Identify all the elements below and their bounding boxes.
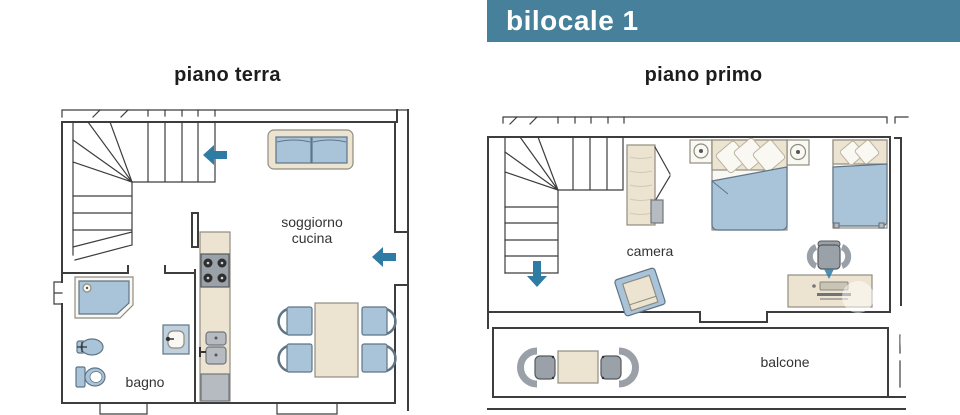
watermark: [842, 281, 960, 378]
office-chair: [806, 240, 852, 279]
fridge-icon: [200, 373, 230, 402]
dining-chairs: [277, 306, 397, 373]
stove-icon: [200, 253, 230, 288]
entry-arrow-left-icon: [372, 247, 396, 267]
balcony-chair-left: [517, 347, 556, 388]
unit-title: bilocale 1: [506, 5, 639, 36]
kitchen-unit: [199, 231, 231, 402]
exterior-walls: [487, 136, 902, 329]
nightstand-right: [786, 139, 810, 166]
label-balcone: balcone: [760, 354, 809, 370]
label-camera: camera: [627, 243, 674, 259]
balcony-walls: [487, 327, 906, 410]
label-cucina: cucina: [292, 230, 333, 246]
floor-plan-piano-primo: camera balcone: [487, 116, 960, 410]
unit-header: bilocale 1: [487, 0, 960, 42]
shower: [74, 276, 134, 319]
nightstand-left: [689, 139, 713, 164]
bidet: [76, 338, 104, 356]
toilet: [75, 366, 106, 388]
sofa: [267, 129, 354, 170]
stair-projection-line: [61, 109, 409, 118]
interior-walls: [61, 212, 199, 404]
label-soggiorno: soggiorno: [281, 214, 343, 230]
floor-title-piano-terra: piano terra: [174, 64, 281, 86]
balcony-chair-right: [600, 347, 639, 388]
kitchen-sink-icon: [199, 331, 227, 365]
label-bagno: bagno: [126, 374, 165, 390]
windows-bottom: [99, 402, 338, 415]
staircase: [504, 136, 624, 274]
balcony-table: [557, 350, 599, 384]
stair-arrow-down-icon: [527, 261, 547, 287]
window-left: [53, 281, 63, 305]
armchair: [614, 267, 666, 317]
dining-table: [314, 302, 359, 378]
floor-plan-piano-terra: soggiorno cucina bagno: [53, 109, 409, 415]
washbasin: [162, 324, 190, 355]
exterior-walls: [61, 109, 409, 411]
stair-projection-line: [502, 116, 909, 125]
staircase: [72, 121, 216, 261]
stair-arrow-left-icon: [203, 145, 227, 165]
wardrobe: [626, 144, 671, 226]
double-bed: [711, 137, 788, 231]
floor-title-piano-primo: piano primo: [644, 64, 763, 86]
single-bed: [832, 139, 888, 229]
